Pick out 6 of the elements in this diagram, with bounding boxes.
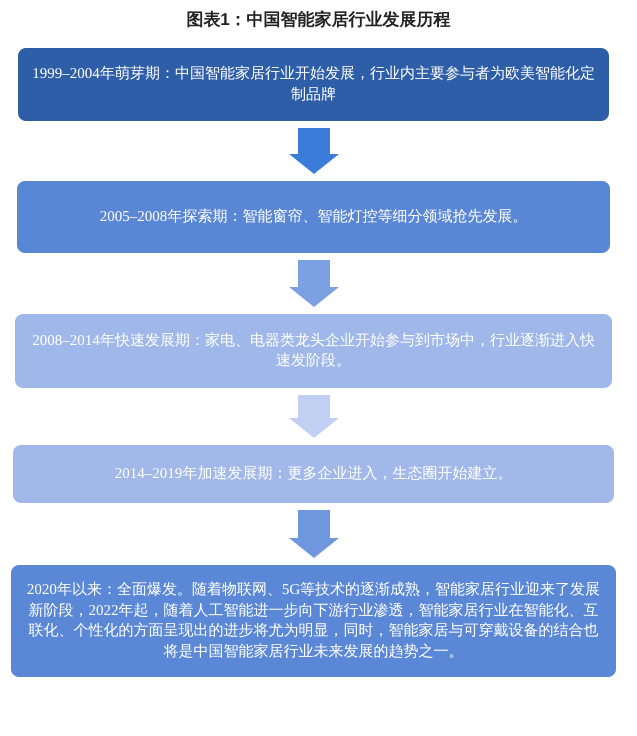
chart-title: 图表1：中国智能家居行业发展历程 [185, 9, 452, 31]
stage-box: 2014–2019年加速发展期：更多企业进入，生态圈开始建立。 [13, 445, 614, 503]
stage-box: 2005–2008年探索期：智能窗帘、智能灯控等细分领域抢先发展。 [17, 181, 610, 253]
stage-box: 2008–2014年快速发展期：家电、电器类龙头企业开始参与到市场中，行业逐渐进入快速发阶段。 [15, 314, 612, 388]
stage-box: 1999–2004年萌芽期：中国智能家居行业开始发展，行业内主要参与者为欧美智能化定制品牌 [18, 48, 609, 121]
stage-box: 2020年以来：全面爆发。随着物联网、5G等技术的逐渐成熟，智能家居行业迎来了发展新阶段，2022年起，随着人工智能进一步向下游行业渗透，智能家居行业在智能化、互联化、个性化的方面呈现出的进步将尤为明显，同时，智能家居与可穿戴设备的结合也将是中国智能家居行业未来发展的趋势之一。 [11, 565, 616, 677]
